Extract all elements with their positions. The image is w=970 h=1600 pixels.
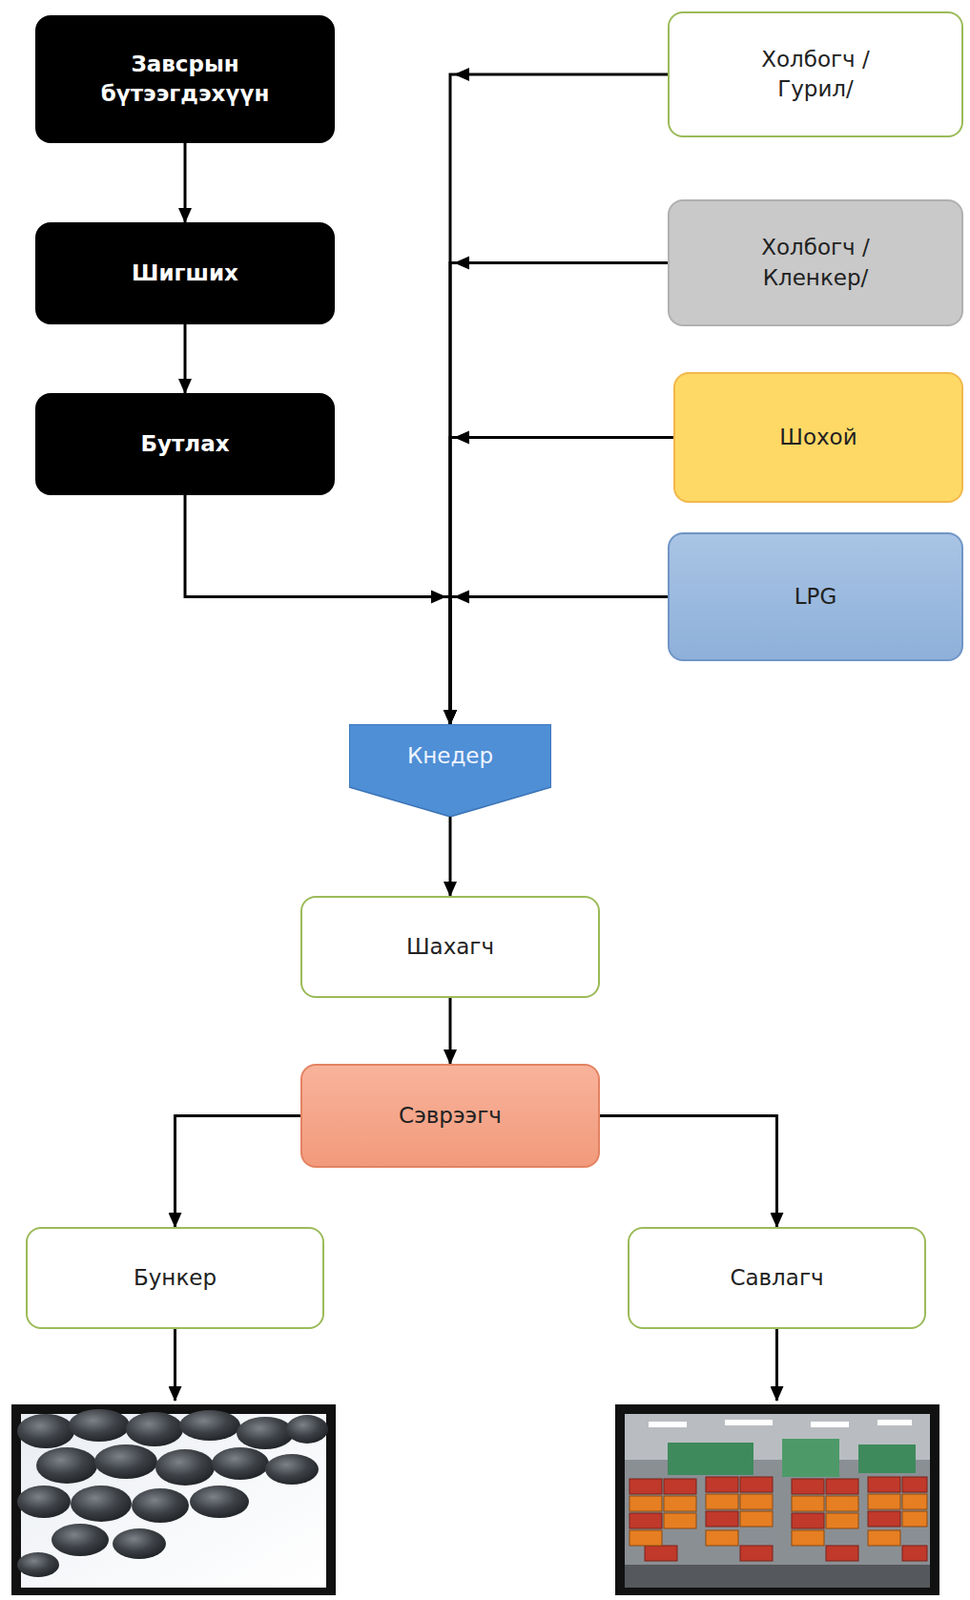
input-box: Холбогч /Кленкер/ — [667, 199, 964, 327]
kneader-fill — [349, 723, 552, 817]
input-box: LPG — [667, 532, 964, 661]
node-label: Шахагч — [406, 931, 495, 962]
flow-arrow — [450, 597, 668, 725]
flow-arrow — [184, 143, 187, 223]
junction-arrowhead — [454, 590, 470, 604]
flow-arrow — [449, 997, 453, 1064]
junction-arrowhead — [454, 431, 470, 445]
process-box: Шахагч — [300, 895, 600, 998]
photo-arrow — [173, 1328, 177, 1401]
junction-arrowhead — [454, 67, 470, 82]
output-box: Савлагч — [627, 1226, 927, 1329]
photo-arrow — [775, 1328, 779, 1401]
node-label: Савлагч — [729, 1262, 824, 1293]
flow-arrow — [184, 324, 187, 393]
kneader-outline — [349, 723, 552, 817]
flow-arrow — [450, 437, 674, 725]
junction-arrowhead — [454, 256, 470, 270]
input-box: Шохой — [673, 371, 964, 503]
node-label: Шигших — [131, 258, 239, 289]
process-box: Завсрын бүтээгдэхүүн — [35, 15, 335, 144]
node-label: Сэврээгч — [398, 1100, 502, 1131]
flow-arrow — [449, 816, 453, 896]
briquette-photo — [11, 1403, 336, 1595]
process-box: Сэврээгч — [300, 1063, 600, 1168]
node-label: Шохой — [779, 422, 857, 453]
junction-arrowhead — [431, 590, 447, 604]
process-box: Шигших — [35, 222, 335, 325]
flow-arrow — [175, 1115, 302, 1228]
node-label: Завсрын бүтээгдэхүүн — [97, 49, 273, 109]
node-label: LPG — [794, 581, 838, 612]
node-label: Бутлах — [140, 429, 229, 459]
node-label: Холбогч /Гурил/ — [727, 44, 904, 104]
node-label: Бункер — [133, 1262, 217, 1293]
node-label: Холбогч /Кленкер/ — [727, 232, 904, 292]
flow-arrow — [450, 74, 668, 724]
flow-arrow — [450, 263, 668, 725]
input-box: Холбогч /Гурил/ — [667, 11, 964, 138]
warehouse-photo — [615, 1403, 940, 1595]
flow-arrow — [185, 495, 451, 724]
flow-arrow — [599, 1115, 778, 1228]
node-label: Кнедер — [407, 741, 494, 771]
process-box: Бутлах — [35, 392, 335, 496]
kneader-shape: Кнедер — [349, 723, 552, 817]
output-box: Бункер — [25, 1226, 325, 1329]
